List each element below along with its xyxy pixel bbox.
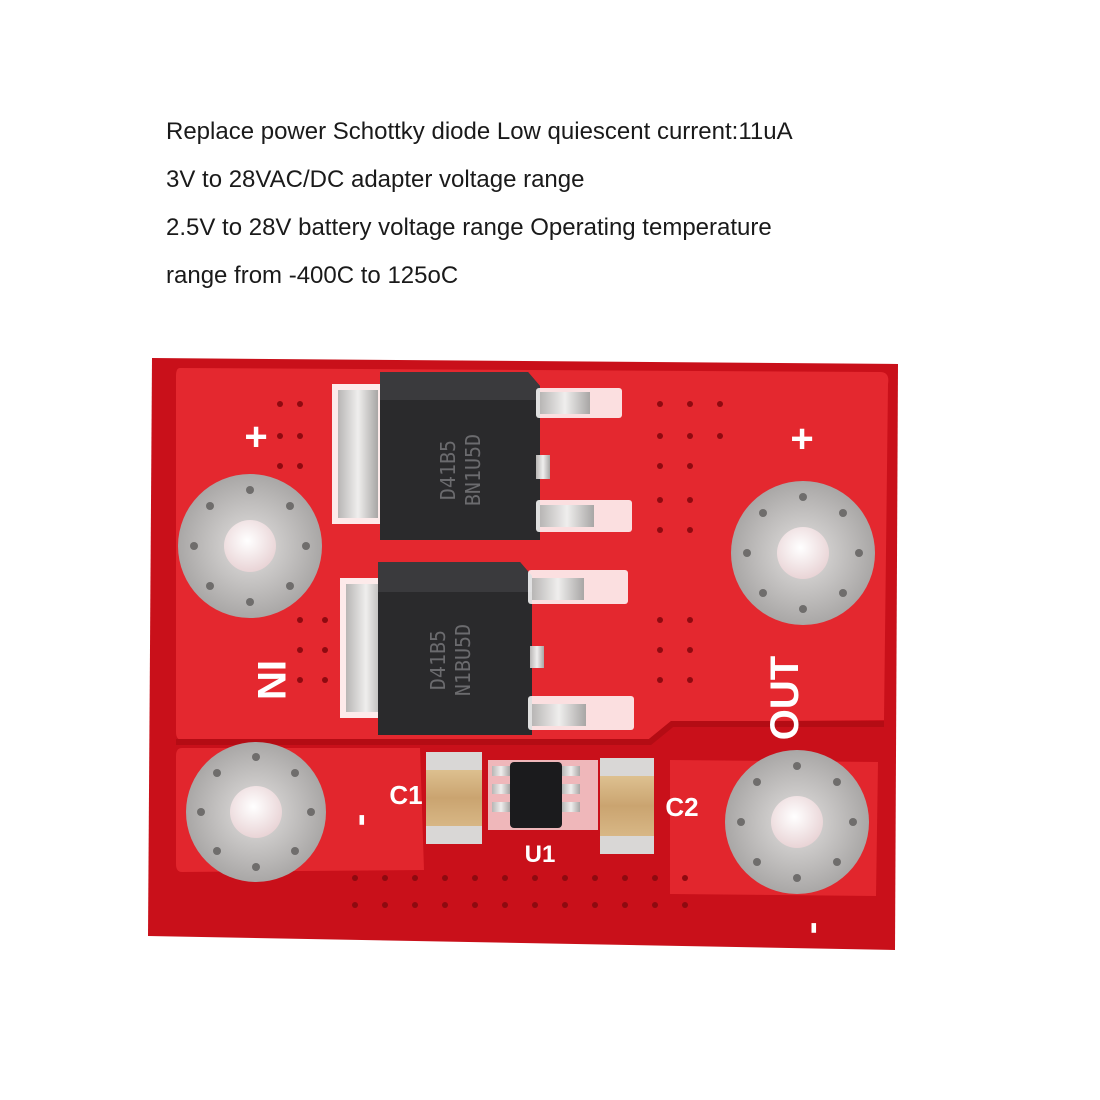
label-out-minus: - xyxy=(795,922,837,935)
mosfet-top-marking-1: D41B5 xyxy=(436,440,460,500)
label-in-plus: + xyxy=(244,415,267,459)
via-grid xyxy=(277,401,723,908)
description-line-1: Replace power Schottky diode Low quiesce… xyxy=(166,118,793,145)
label-c2: C2 xyxy=(665,792,698,822)
silkscreen: + + IN OUT - - C1 C2 U1 xyxy=(244,415,837,934)
label-in-minus: - xyxy=(343,814,385,827)
capacitor-c1 xyxy=(426,752,482,844)
chip-u1 xyxy=(488,760,598,830)
description-line-4: range from -400C to 125oC xyxy=(166,262,459,289)
label-c1: C1 xyxy=(389,780,422,810)
description-line-3: 2.5V to 28V battery voltage range Operat… xyxy=(166,214,772,241)
mosfet-bottom-marking-2: N1BU5D xyxy=(451,624,475,696)
label-u1: U1 xyxy=(525,841,556,868)
label-out-plus: + xyxy=(790,417,813,461)
capacitor-c2 xyxy=(600,758,654,854)
description-line-2: 3V to 28VAC/DC adapter voltage range xyxy=(166,166,585,193)
pad-in-plus xyxy=(178,474,322,618)
pcb-channel xyxy=(176,721,884,745)
pad-in-minus xyxy=(186,742,326,882)
label-in: IN xyxy=(249,660,293,700)
pad-out-minus xyxy=(725,750,869,894)
mosfet-top: D41B5 BN1U5D xyxy=(332,372,632,540)
mosfet-bottom-marking-1: D41B5 xyxy=(426,630,450,690)
mosfet-bottom: D41B5 N1BU5D xyxy=(340,562,634,735)
mosfet-top-marking-2: BN1U5D xyxy=(461,434,485,506)
pad-out-plus xyxy=(731,481,875,625)
label-out: OUT xyxy=(763,656,807,740)
product-description: Replace power Schottky diode Low quiesce… xyxy=(166,108,1066,300)
